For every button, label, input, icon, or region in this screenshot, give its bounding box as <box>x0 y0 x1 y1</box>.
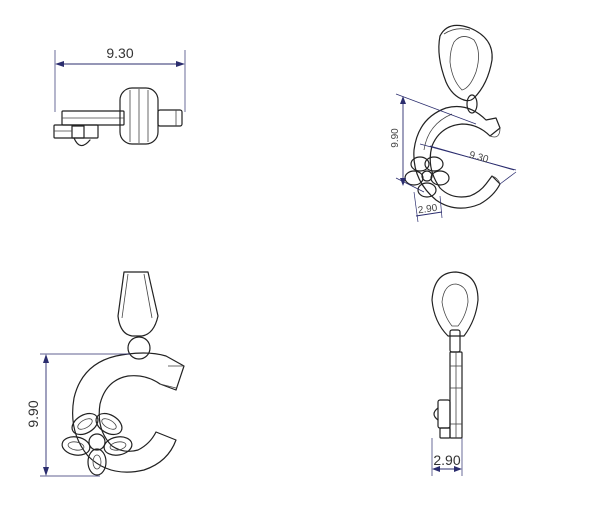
iso-thickness-dimension: 2.90 <box>413 191 443 223</box>
top-width-label: 9.30 <box>106 45 133 61</box>
iso-width-dimension: 9.30 <box>419 143 517 185</box>
front-height-label: 9.90 <box>25 400 41 427</box>
front-jump-ring <box>127 336 151 360</box>
iso-jump-ring <box>466 94 478 114</box>
side-bail <box>431 271 479 337</box>
side-jump-ring <box>449 329 461 353</box>
side-thickness-label: 2.90 <box>433 452 460 468</box>
side-thickness-dimension: 2.90 <box>431 438 463 476</box>
iso-height-dimension: 9.90 <box>390 93 477 193</box>
top-pendant-body <box>53 110 125 147</box>
top-width-dimension: 9.30 <box>54 45 186 112</box>
top-jump-ring <box>157 109 183 127</box>
front-letter-c <box>72 352 185 473</box>
iso-width-label: 9.30 <box>468 150 490 166</box>
iso-bail <box>438 24 493 102</box>
iso-view: 9.90 9.30 2.90 <box>390 24 517 223</box>
side-view: 2.90 <box>431 271 479 476</box>
side-flower <box>433 399 451 439</box>
side-letter-body <box>449 351 463 439</box>
front-bail <box>117 271 159 337</box>
iso-letter-c <box>413 105 501 209</box>
front-height-dimension: 9.90 <box>25 353 130 477</box>
top-bail <box>119 87 159 145</box>
iso-height-label: 9.90 <box>390 128 401 148</box>
front-flower <box>61 412 133 476</box>
front-view: 9.90 <box>25 271 185 477</box>
iso-thickness-label: 2.90 <box>417 203 438 217</box>
top-view: 9.30 <box>53 45 186 147</box>
iso-flower <box>404 156 450 198</box>
